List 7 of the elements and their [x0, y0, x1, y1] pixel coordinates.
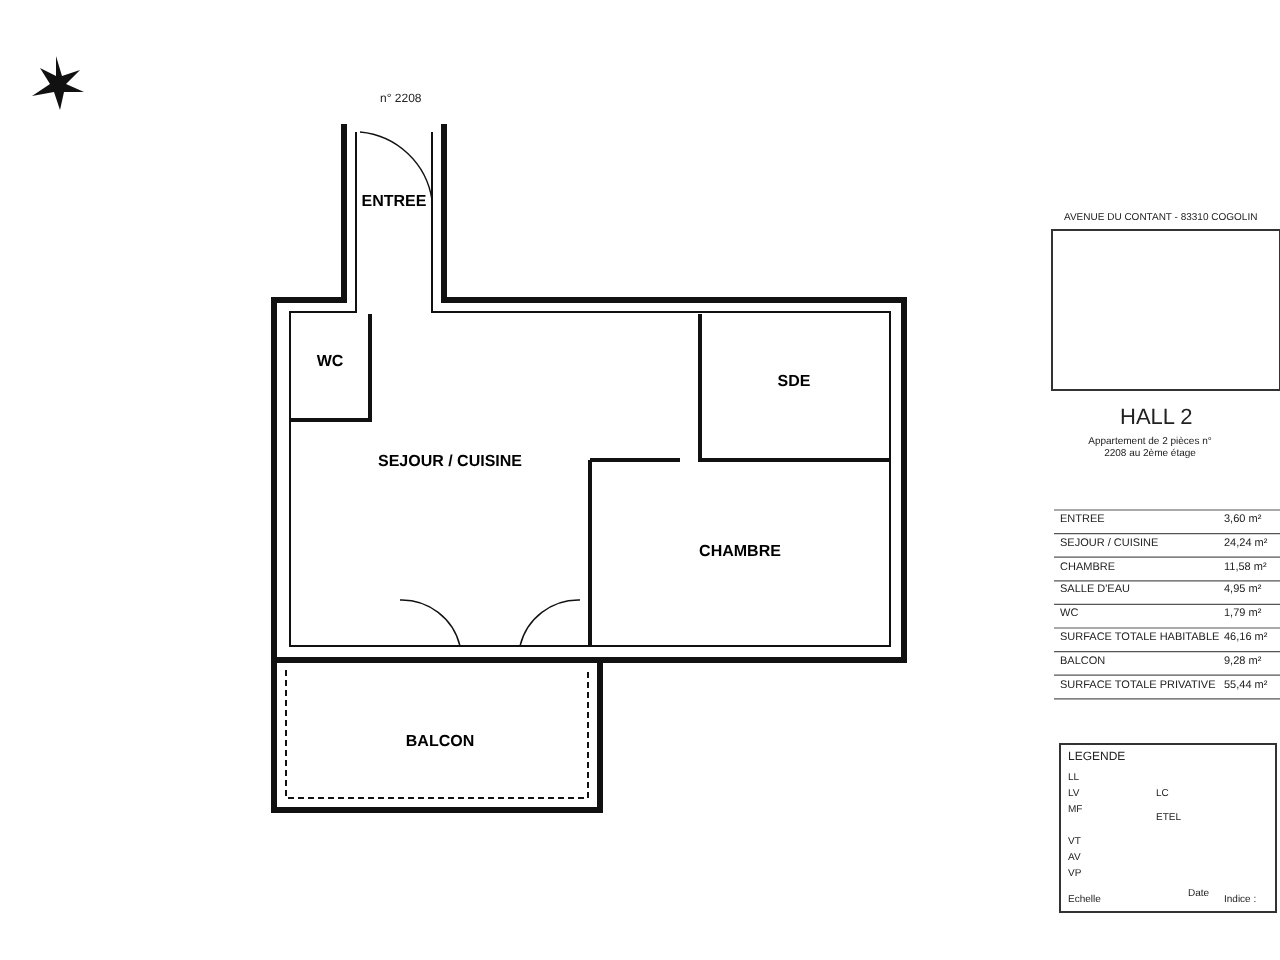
- bedroom-room: CHAMBRE: [600, 480, 880, 620]
- living-kitchen-room: SEJOUR / CUISINE: [320, 400, 580, 520]
- entrance-room: ENTREE: [356, 160, 432, 240]
- balcony-area: BALCON: [290, 690, 590, 790]
- toilet-room: WC: [290, 330, 370, 390]
- bathroom-room: SDE: [704, 320, 884, 440]
- hall-title: HALL 2: [1120, 406, 1193, 430]
